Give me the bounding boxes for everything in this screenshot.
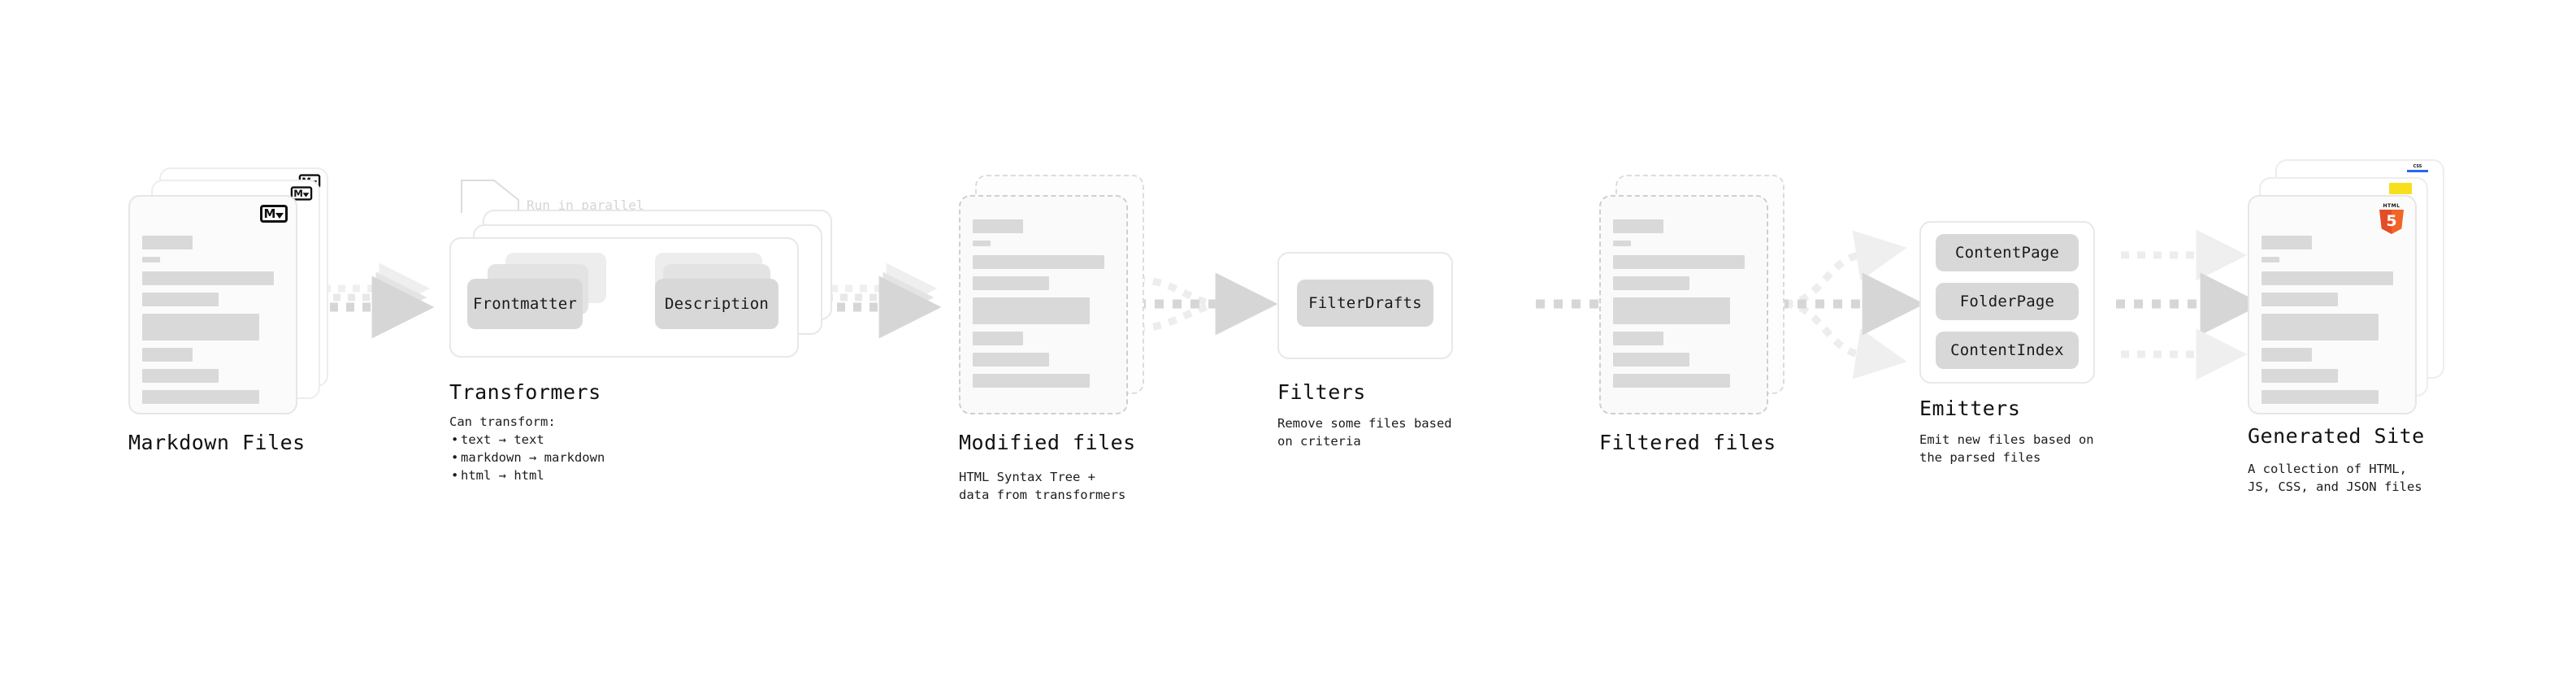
transformers-capabilities: Can transform: text → text markdown → ma…: [449, 413, 605, 484]
document-card-filtered[interactable]: [1599, 195, 1768, 414]
css-icon: CSS: [2407, 165, 2428, 173]
capability-item: text → text: [449, 431, 605, 449]
document-card-markdown[interactable]: M: [128, 195, 297, 414]
document-card-generated[interactable]: HTML 5: [2248, 195, 2417, 414]
emitter-chip-contentpage[interactable]: ContentPage: [1936, 234, 2079, 271]
emitter-chip-folderpage[interactable]: FolderPage: [1936, 283, 2079, 320]
stage-subtitle-generated-site: A collection of HTML, JS, CSS, and JSON …: [2248, 462, 2422, 494]
document-content-lines: [973, 219, 1114, 395]
stage-subtitle-emitters: Emit new files based on the parsed files: [1919, 432, 2094, 465]
connector-filtered-to-emitters: [1780, 230, 1925, 380]
stage-subtitle-modified-files: HTML Syntax Tree + data from transformer…: [959, 470, 1126, 502]
stage-title-filters: Filters: [1277, 380, 1366, 404]
stage-title-filtered-files: Filtered files: [1599, 431, 1776, 454]
connector-modified-to-filters: [1136, 272, 1278, 336]
stage-title-emitters: Emitters: [1919, 397, 2021, 420]
document-content-lines: [1613, 219, 1754, 395]
stage-title-modified-files: Modified files: [959, 431, 1136, 454]
markdown-icon: M: [260, 205, 288, 223]
markdown-icon: M: [290, 186, 313, 201]
document-content-lines: [2262, 236, 2403, 411]
js-icon: [2389, 183, 2412, 194]
run-in-parallel-note: Run in parallel: [527, 197, 644, 213]
stage-title-transformers: Transformers: [449, 380, 601, 404]
emitter-chip-contentindex[interactable]: ContentIndex: [1936, 332, 2079, 369]
connector-emitters-to-site: [2116, 229, 2263, 380]
stage-title-generated-site: Generated Site: [2248, 424, 2425, 448]
capability-item: html → html: [449, 466, 605, 484]
stage-title-markdown-files: Markdown Files: [128, 431, 306, 454]
transformer-chip-description[interactable]: Description: [655, 279, 778, 329]
filter-chip-filterdrafts[interactable]: FilterDrafts: [1297, 280, 1433, 327]
document-content-lines: [142, 236, 284, 411]
capability-item: markdown → markdown: [449, 449, 605, 466]
transformer-chip-frontmatter[interactable]: Frontmatter: [467, 279, 583, 329]
document-card-modified[interactable]: [959, 195, 1128, 414]
html5-icon: HTML 5: [2379, 204, 2404, 234]
stage-subtitle-filters: Remove some files based on criteria: [1277, 416, 1452, 449]
capabilities-heading: Can transform:: [449, 414, 556, 429]
